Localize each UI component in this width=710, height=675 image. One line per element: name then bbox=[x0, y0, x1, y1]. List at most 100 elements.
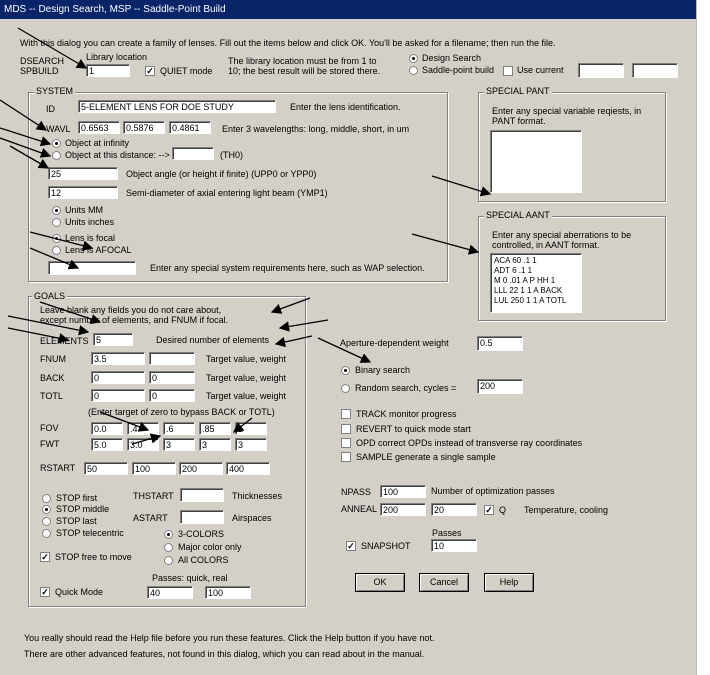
major-color-label: Major color only bbox=[178, 542, 242, 552]
fnum-weight-input[interactable] bbox=[149, 352, 195, 365]
saddle-point-radio[interactable] bbox=[409, 66, 418, 75]
scrollbar[interactable] bbox=[696, 0, 710, 675]
totl-note: Target value, weight bbox=[206, 391, 287, 401]
focal-radio[interactable] bbox=[52, 234, 61, 243]
id-input[interactable]: 5-ELEMENT LENS FOR DOE STUDY bbox=[78, 100, 276, 113]
rstart-input-2[interactable]: 100 bbox=[132, 462, 176, 475]
fov-input-5[interactable]: 1 bbox=[235, 422, 267, 435]
use-current-checkbox[interactable] bbox=[503, 66, 513, 76]
passes-real-input[interactable]: 100 bbox=[205, 586, 251, 599]
aperture-label: Aperture-dependent weight bbox=[340, 338, 449, 348]
snapshot-input[interactable]: 10 bbox=[431, 539, 477, 552]
back-label: BACK bbox=[40, 373, 65, 383]
major-color-radio[interactable] bbox=[164, 543, 173, 552]
infinity-label: Object at infinity bbox=[65, 138, 130, 148]
pant-title: SPECIAL PANT bbox=[484, 86, 552, 97]
anneal-input-2[interactable]: 20 bbox=[431, 503, 477, 516]
semi-input[interactable]: 12 bbox=[48, 186, 118, 199]
units-mm-radio[interactable] bbox=[52, 206, 61, 215]
rstart-input-1[interactable]: 50 bbox=[84, 462, 128, 475]
three-colors-label: 3-COLORS bbox=[178, 529, 225, 539]
stop-first-radio[interactable] bbox=[42, 494, 51, 503]
ok-button[interactable]: OK bbox=[355, 573, 405, 592]
stop-telecentric-radio[interactable] bbox=[42, 529, 51, 538]
wavl-long-input[interactable]: 0.6563 bbox=[78, 121, 120, 134]
stop-middle-radio[interactable] bbox=[42, 505, 51, 514]
use-current-input-1[interactable] bbox=[578, 63, 624, 78]
totl-weight-input[interactable]: 0 bbox=[149, 389, 195, 402]
units-in-label: Units inches bbox=[65, 217, 115, 227]
pant-textarea[interactable] bbox=[490, 130, 582, 193]
anneal-input-1[interactable]: 200 bbox=[380, 503, 426, 516]
rstart-input-4[interactable]: 400 bbox=[226, 462, 270, 475]
fwt-input-2[interactable]: 3.0 bbox=[127, 438, 159, 451]
elements-input[interactable]: 5 bbox=[93, 333, 133, 346]
aant-group bbox=[478, 216, 666, 321]
sample-label: SAMPLE generate a single sample bbox=[356, 452, 496, 462]
binary-label: Binary search bbox=[355, 365, 411, 375]
fwt-input-3[interactable]: 3 bbox=[163, 438, 195, 451]
window-title: MDS -- Design Search, MSP -- Saddle-Poin… bbox=[4, 4, 226, 15]
airspaces-label: Airspaces bbox=[232, 513, 272, 523]
binary-radio[interactable] bbox=[341, 366, 350, 375]
special-system-input[interactable] bbox=[48, 261, 136, 275]
rstart-input-3[interactable]: 200 bbox=[179, 462, 223, 475]
aperture-input[interactable]: 0.5 bbox=[477, 336, 523, 351]
fwt-input-1[interactable]: 5.0 bbox=[91, 438, 123, 451]
afocal-radio[interactable] bbox=[52, 246, 61, 255]
back-note: Target value, weight bbox=[206, 373, 287, 383]
fov-label: FOV bbox=[40, 423, 59, 433]
opd-checkbox[interactable] bbox=[341, 438, 351, 448]
fnum-input[interactable]: 3.5 bbox=[91, 352, 145, 365]
dsearch-label: DSEARCH bbox=[20, 56, 65, 66]
cycles-input[interactable]: 200 bbox=[477, 379, 523, 394]
help-button[interactable]: Help bbox=[484, 573, 534, 592]
npass-input[interactable]: 100 bbox=[380, 485, 426, 498]
fov-input-4[interactable]: .85 bbox=[199, 422, 231, 435]
library-note-2: 10; the best result will be stored there… bbox=[228, 66, 381, 76]
stop-free-label: STOP free to move bbox=[55, 552, 132, 562]
quiet-checkbox[interactable]: ✓ bbox=[145, 66, 155, 76]
stop-last-radio[interactable] bbox=[42, 517, 51, 526]
three-colors-radio[interactable] bbox=[164, 530, 173, 539]
revert-checkbox[interactable] bbox=[341, 424, 351, 434]
astart-input[interactable] bbox=[180, 510, 224, 524]
quick-mode-checkbox[interactable]: ✓ bbox=[40, 587, 50, 597]
distance-radio[interactable] bbox=[52, 151, 61, 160]
passes-quick-input[interactable]: 40 bbox=[147, 586, 193, 599]
angle-input[interactable]: 25 bbox=[48, 167, 118, 180]
wavl-note: Enter 3 wavelengths: long, middle, short… bbox=[222, 124, 410, 134]
fwt-input-4[interactable]: 3 bbox=[199, 438, 231, 451]
units-in-radio[interactable] bbox=[52, 218, 61, 227]
infinity-radio[interactable] bbox=[52, 139, 61, 148]
pant-group bbox=[478, 92, 666, 202]
wavl-middle-input[interactable]: 0.5876 bbox=[123, 121, 165, 134]
random-radio[interactable] bbox=[341, 384, 350, 393]
back-input[interactable]: 0 bbox=[91, 371, 145, 384]
cancel-button[interactable]: Cancel bbox=[419, 573, 469, 592]
fnum-label: FNUM bbox=[40, 354, 66, 364]
thstart-input[interactable] bbox=[180, 488, 224, 502]
fov-input-3[interactable]: .6 bbox=[163, 422, 195, 435]
th0-input[interactable] bbox=[172, 147, 214, 160]
fov-input-1[interactable]: 0.0 bbox=[91, 422, 123, 435]
fov-input-2[interactable]: .4 bbox=[127, 422, 159, 435]
design-search-radio[interactable] bbox=[409, 54, 418, 63]
snapshot-checkbox[interactable]: ✓ bbox=[346, 541, 356, 551]
library-input[interactable]: 1 bbox=[86, 64, 130, 77]
q-checkbox[interactable]: ✓ bbox=[484, 505, 494, 515]
footer-line-1: You really should read the Help file bef… bbox=[24, 633, 435, 643]
back-weight-input[interactable]: 0 bbox=[149, 371, 195, 384]
track-checkbox[interactable] bbox=[341, 409, 351, 419]
fwt-input-5[interactable]: 3 bbox=[235, 438, 267, 451]
snapshot-label: SNAPSHOT bbox=[361, 541, 411, 551]
all-colors-radio[interactable] bbox=[164, 556, 173, 565]
fwt-label: FWT bbox=[40, 439, 60, 449]
totl-input[interactable]: 0 bbox=[91, 389, 145, 402]
wavl-short-input[interactable]: 0.4861 bbox=[169, 121, 211, 134]
use-current-input-2[interactable] bbox=[632, 63, 678, 78]
sample-checkbox[interactable] bbox=[341, 452, 351, 462]
stop-free-checkbox[interactable]: ✓ bbox=[40, 552, 50, 562]
bypass-note: (Enter target of zero to bypass BACK or … bbox=[88, 407, 275, 417]
aant-textarea[interactable]: ACA 60 .1 1 ADT 6 .1 1 M 0 .01 A P HH 1 … bbox=[490, 253, 582, 313]
